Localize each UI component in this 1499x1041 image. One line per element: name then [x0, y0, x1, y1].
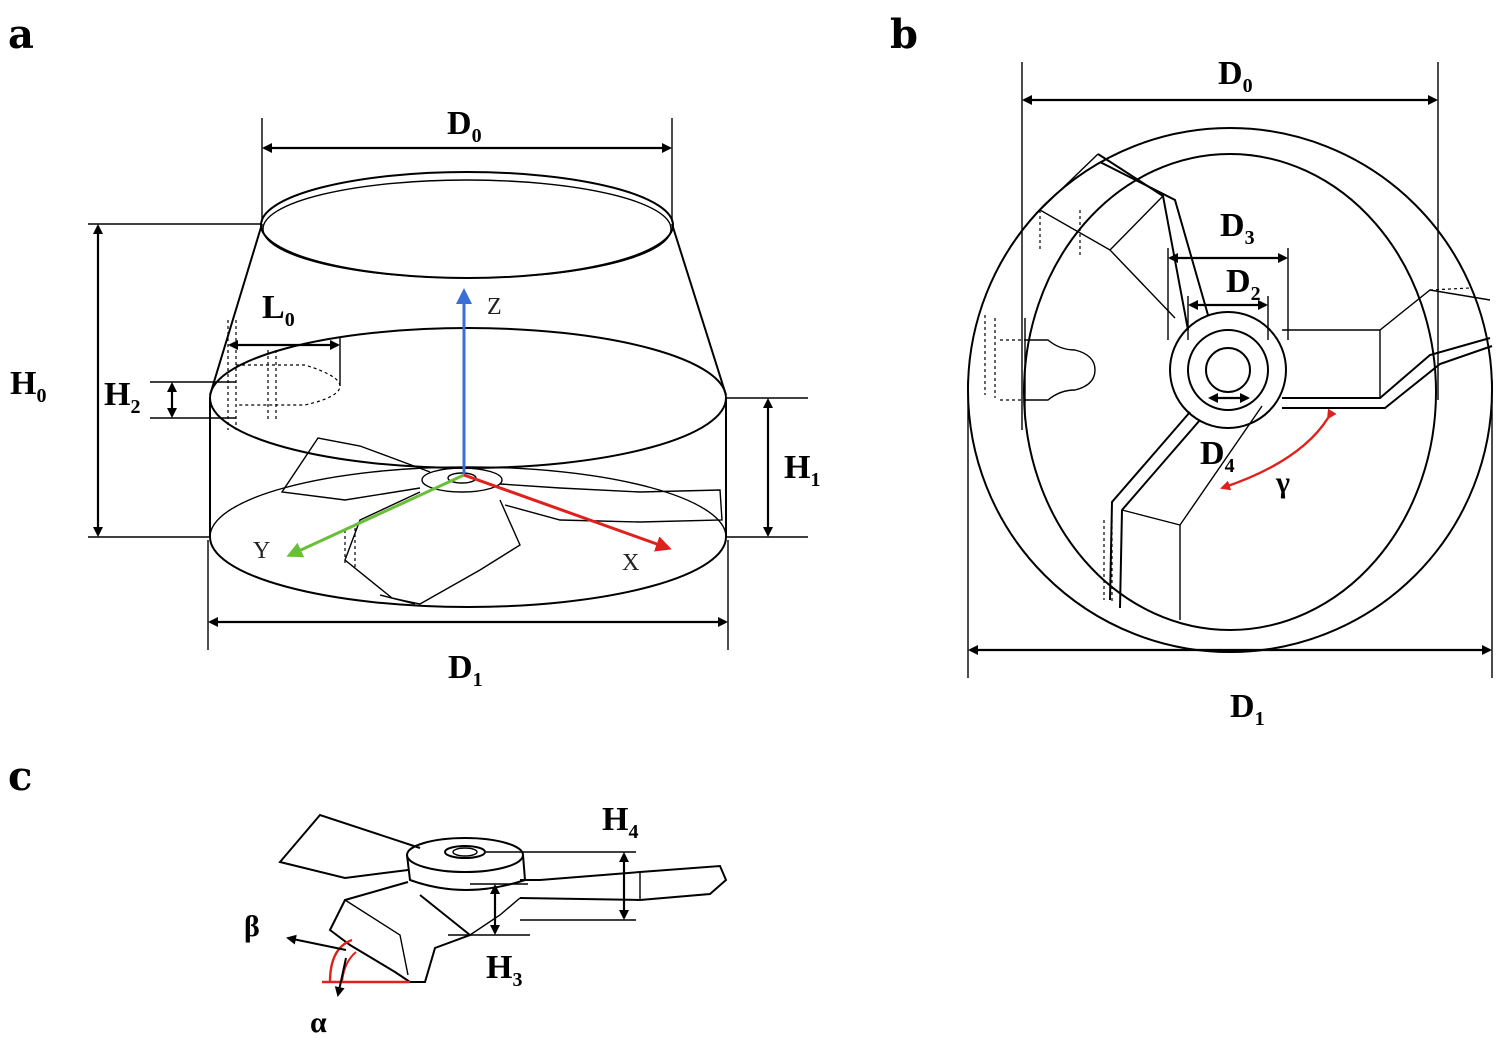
blade-upper-left: [1038, 153, 1209, 331]
panel-a-letter: a: [8, 11, 34, 58]
inner-circle: [1023, 153, 1437, 631]
l0-label: L0: [262, 289, 295, 331]
y-axis-arrow: [286, 473, 465, 558]
panel-c: c H4 H3 β α: [8, 753, 728, 1039]
panel-b-letter: b: [890, 11, 918, 58]
alpha-label: α: [310, 1006, 327, 1039]
y-axis-label: Y: [253, 538, 270, 564]
impeller-a: [280, 437, 723, 605]
x-axis-arrow: [463, 473, 672, 552]
feed-inlet: [227, 320, 341, 430]
h4-label: H4: [602, 801, 638, 843]
alpha-direction-arrow: [334, 957, 347, 997]
h3-label: H3: [486, 949, 522, 991]
impeller-c: [278, 813, 728, 983]
h0-label: H0: [10, 365, 46, 407]
hub-inner: [1205, 347, 1251, 393]
h2-label: H2: [104, 376, 140, 418]
gamma-angle-arrow: [1220, 408, 1337, 491]
d3-label: D3: [1220, 207, 1255, 249]
d0-label-b: D0: [1218, 55, 1253, 97]
d2-label: D2: [1226, 263, 1261, 305]
blade-lower: [1103, 405, 1263, 620]
cone-wall-left: [209, 223, 263, 396]
z-axis-label: Z: [487, 294, 502, 320]
top-opening: [260, 171, 674, 279]
h1-label: H1: [784, 449, 820, 491]
panel-c-letter: c: [8, 753, 32, 800]
cone-wall-right: [671, 223, 727, 396]
beta-label: β: [244, 910, 260, 943]
d0-label-a: D0: [447, 105, 482, 147]
beta-arc: [328, 938, 353, 983]
gamma-label: γ: [1275, 466, 1290, 499]
d1-label-b: D1: [1230, 688, 1265, 730]
bottom-ellipse-front: [209, 536, 727, 608]
beta-direction-arrow: [286, 934, 347, 951]
panel-a: a: [8, 11, 820, 691]
panel-b: b: [890, 11, 1493, 730]
d1-label-a: D1: [448, 649, 483, 691]
feed-inlet-b: [984, 315, 1096, 420]
bottom-ellipse-back: [209, 466, 727, 538]
blade-right: [1282, 287, 1493, 409]
cone-base-ellipse: [209, 327, 727, 469]
x-axis-label: X: [622, 550, 639, 576]
d4-label: D4: [1200, 435, 1235, 477]
